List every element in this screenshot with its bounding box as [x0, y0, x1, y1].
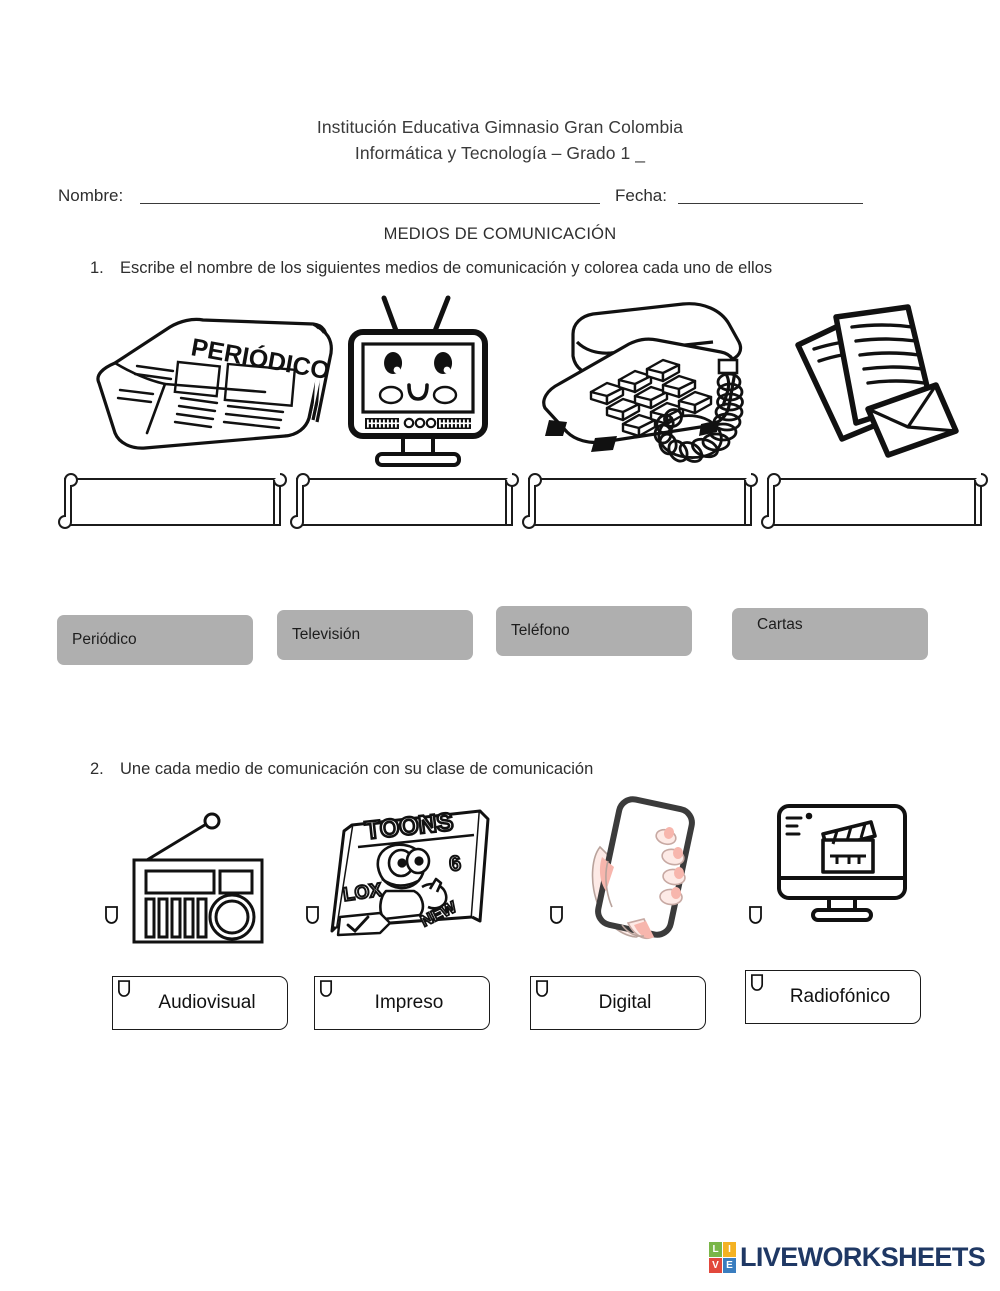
radio-illustration	[120, 805, 280, 950]
name-date-row: Nombre: Fecha:	[58, 186, 942, 210]
television-illustration	[341, 288, 511, 475]
match-option-digital[interactable]: Digital	[530, 976, 706, 1030]
date-label: Fecha:	[615, 186, 667, 205]
connector-handle-radio[interactable]	[104, 905, 120, 925]
school-header: Institución Educativa Gimnasio Gran Colo…	[0, 114, 1000, 166]
word-bank-label: Televisión	[292, 626, 361, 643]
date-input[interactable]	[678, 186, 863, 204]
connector-handle-smartphone[interactable]	[549, 905, 565, 925]
connector-drop-icon	[535, 980, 550, 999]
answer-input-1[interactable]	[55, 470, 287, 536]
answer-input-4[interactable]	[758, 470, 988, 536]
connector-drop-icon	[750, 974, 765, 993]
monitor-video-illustration	[767, 798, 917, 943]
word-bank-television[interactable]: Televisión	[277, 610, 473, 660]
smartphone-illustration	[578, 795, 718, 950]
logo-block-e: E	[723, 1257, 736, 1273]
logo-wordmark: LIVEWORKSHEETS	[740, 1241, 986, 1272]
word-bank-label: Periódico	[72, 631, 137, 648]
connector-handle-monitor[interactable]	[748, 905, 764, 925]
letters-illustration	[790, 303, 960, 468]
comic-magazine-illustration: TOONS 6 LOX NEW	[322, 805, 497, 950]
telephone-illustration	[533, 296, 759, 479]
answer-input-3[interactable]	[519, 470, 758, 536]
exercise1-number: 1.	[90, 259, 104, 277]
comic-issue-number: 6	[448, 852, 462, 876]
match-option-label: Digital	[598, 992, 652, 1013]
name-input[interactable]	[140, 186, 600, 204]
subject-grade: Informática y Tecnología – Grado 1 _	[354, 143, 646, 163]
school-name: Institución Educativa Gimnasio Gran Colo…	[316, 117, 684, 137]
word-bank-label: Teléfono	[511, 622, 570, 639]
name-label: Nombre:	[58, 186, 124, 205]
logo-block-i: I	[723, 1241, 736, 1257]
answer-input-2[interactable]	[287, 470, 519, 536]
logo-blocks: L I V E	[709, 1241, 736, 1273]
connector-drop-icon	[117, 980, 132, 999]
logo-block-v: V	[709, 1257, 722, 1273]
liveworksheets-logo[interactable]: L I V E LIVEWORKSHEETS	[709, 1240, 986, 1274]
match-option-radiofonico[interactable]: Radiofónico	[745, 970, 921, 1024]
word-bank-periodico[interactable]: Periódico	[57, 615, 253, 665]
newspaper-illustration: PERIÓDICO	[85, 300, 340, 470]
exercise2-instruction: Une cada medio de comunicación con su cl…	[120, 760, 594, 778]
page-title: MEDIOS DE COMUNICACIÓN	[383, 225, 617, 243]
exercise1-instruction: Escribe el nombre de los siguientes medi…	[120, 259, 773, 277]
logo-block-l: L	[709, 1241, 722, 1257]
word-bank-telefono[interactable]: Teléfono	[496, 606, 692, 656]
match-option-label: Audiovisual	[158, 992, 256, 1013]
connector-drop-icon	[319, 980, 334, 999]
match-option-impreso[interactable]: Impreso	[314, 976, 490, 1030]
connector-handle-magazine[interactable]	[305, 905, 321, 925]
exercise2-number: 2.	[90, 760, 104, 778]
match-option-label: Radiofónico	[789, 986, 891, 1007]
match-option-audiovisual[interactable]: Audiovisual	[112, 976, 288, 1030]
word-bank-cartas[interactable]: Cartas	[732, 608, 928, 660]
match-option-label: Impreso	[374, 992, 444, 1013]
word-bank-label: Cartas	[757, 616, 803, 633]
